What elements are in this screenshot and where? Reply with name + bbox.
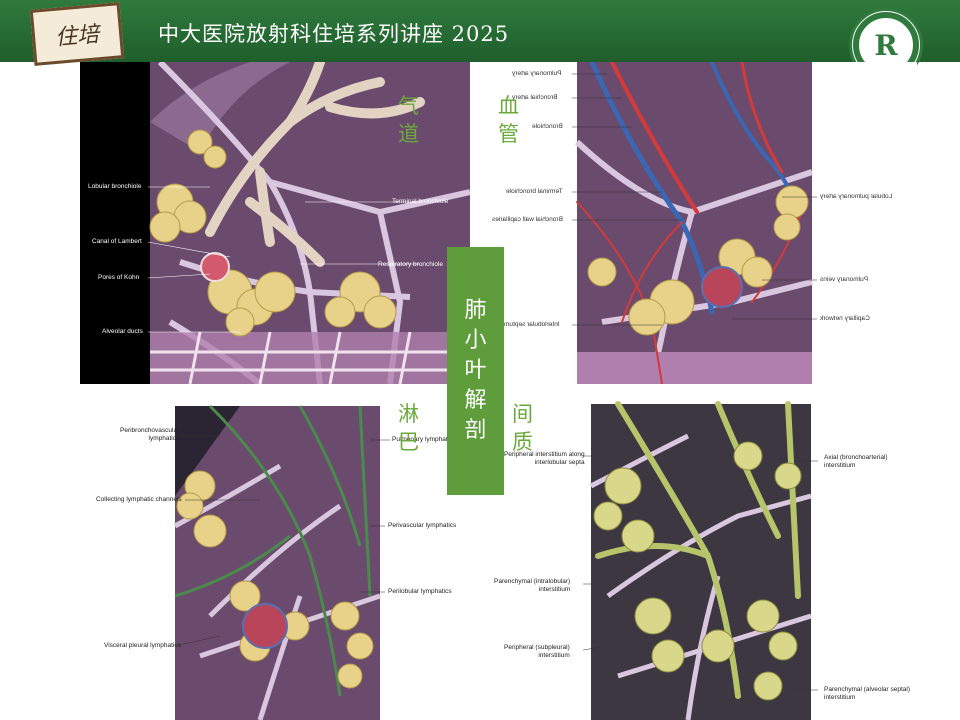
label-pulmonary-veins: Pulmonary veins: [820, 276, 869, 283]
label-respiratory-bronchiole: Respiratory bronchiole: [378, 261, 444, 268]
interstitium-illustration: Peripheral interstitium along interlobul…: [488, 396, 925, 720]
svg-text:R: R: [874, 29, 898, 62]
label-peripheral-subpleural: Peripheral (subpleural) interstitium: [504, 644, 570, 659]
label-lobular-pulmonary-artery: Lobular pulmonary artery: [820, 193, 893, 200]
label-pores-of-kohn: Pores of Kohn: [98, 274, 140, 281]
label-bronchiole: Bronchiole: [532, 123, 563, 130]
label-pulmonary-artery: Pulmonary artery: [512, 70, 562, 77]
label-collecting-channels: Collecting lymphatic channels: [96, 496, 182, 503]
vessels-illustration: Pulmonary artery Bronchial artery Bronch…: [482, 62, 917, 384]
label-axial: Axial (bronchoarterial) interstitium: [824, 454, 888, 469]
label-lobular-bronchiole: Lobular bronchiole: [88, 183, 142, 190]
title-bar: 住培 中大医院放射科住培系列讲座 2025: [0, 0, 960, 66]
label-peribronchovascular: Peribronchovascular lymphatics: [120, 427, 180, 442]
airway-cn-label: 气道: [398, 94, 419, 146]
label-alveolar-ducts: Alveolar ducts: [102, 328, 143, 335]
label-parenchymal-intralobular: Parenchymal (intralobular) interstitium: [494, 578, 571, 593]
lobule-anatomy-title: 肺 小 叶 解 剖: [447, 247, 504, 495]
label-perivascular: Perivascular lymphatics: [388, 522, 457, 529]
label-pulmonary-lymphatics: Pulmonary lymphatics: [392, 436, 456, 443]
page-title: 中大医院放射科住培系列讲座 2025: [158, 22, 510, 46]
label-bronchial-wall-capillaries: Bronchial wall capillaries: [492, 216, 563, 223]
vessels-cn-label: 血管: [498, 94, 519, 146]
lymphatics-illustration: Peribronchovascular lymphatics Pulmonary…: [80, 396, 470, 720]
label-peripheral-septa: Peripheral interstitium along interlobul…: [504, 451, 585, 466]
label-terminal-bronchiole: Terminal bronchiole: [392, 198, 449, 205]
label-canal-of-lambert: Canal of Lambert: [92, 238, 142, 245]
interstitium-cn-label: 间质: [512, 402, 533, 454]
label-terminal-bronchiole-v: Terminal bronchiole: [506, 188, 563, 195]
label-visceral-pleural: Visceral pleural lymphatics: [104, 642, 181, 649]
airway-illustration: Lobular bronchiole Terminal bronchiole C…: [80, 62, 470, 384]
label-interlobular-septum: Interlobular septum: [504, 321, 560, 328]
label-capillary-network: Capillary network: [820, 315, 870, 322]
label-perilobular: Perilobular lymphatics: [388, 588, 452, 595]
lymph-cn-label: 淋巴: [398, 402, 419, 454]
label-parenchymal-alveolar: Parenchymal (alveolar septal) interstiti…: [824, 686, 910, 701]
course-badge: 住培: [29, 2, 125, 66]
